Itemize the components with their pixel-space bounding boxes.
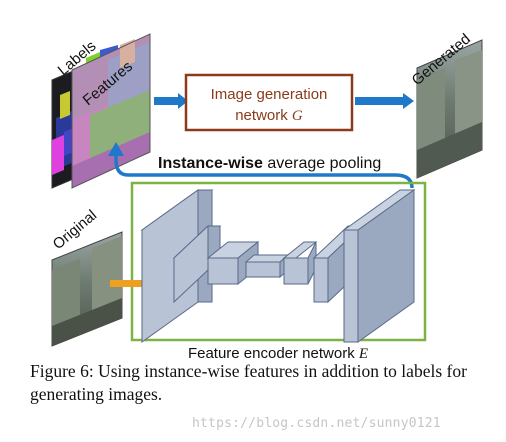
watermark-url: https://blog.csdn.net/sunny0121 [192,416,441,431]
generator-label-text: network [235,107,292,124]
features-map-image [71,33,151,189]
image-generation-network-box [184,73,354,132]
generated-image [416,39,483,179]
encoder-block-7 [342,189,416,343]
feature-encoder-network-box [130,181,427,342]
pooling-label-rest: average pooling [263,155,381,172]
encoder-block-4 [244,253,290,279]
encoder-variable: E [358,346,368,362]
pooling-label: Instance-wise average pooling [158,155,381,172]
encoder-label: Feature encoder network E [188,345,368,362]
encoder-block-5 [282,241,318,285]
generator-label-line1: Image generation [211,86,328,103]
pooling-label-bold: Instance-wise [158,155,263,172]
generator-to-generated-arrow [355,93,414,109]
pooling-arrowhead [108,142,124,156]
original-image [51,231,123,347]
generator-label-line2: network G [235,107,303,124]
pooling-arrow [114,152,414,189]
encoder-blocks [140,189,416,343]
encoder-label-text: Feature encoder network [188,345,359,362]
figure-caption: Figure 6: Using instance-wise features i… [30,361,467,404]
features-to-generator-arrow [154,93,188,109]
generator-variable: G [292,108,303,124]
